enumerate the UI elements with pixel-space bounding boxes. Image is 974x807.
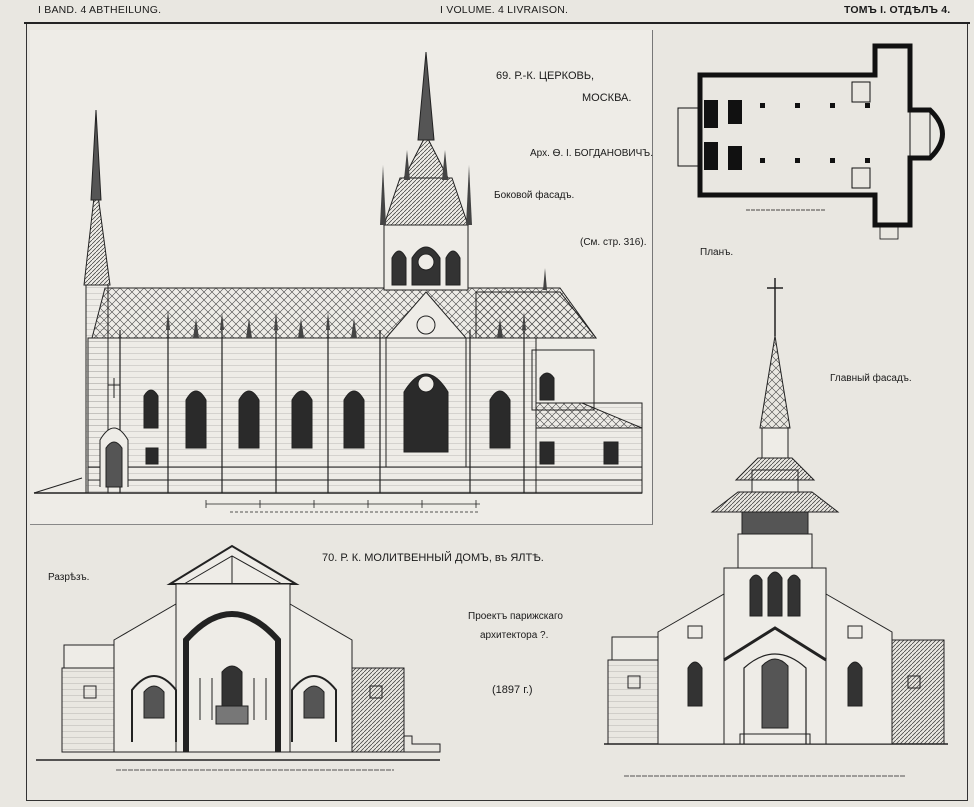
project-line-2: архитектора ?. — [480, 630, 549, 641]
plan-label: Планъ. — [700, 247, 734, 258]
section-label: Разрѣзъ. — [48, 572, 90, 583]
main-facade-label: Главный фасадъ. — [830, 373, 912, 384]
section-drawing — [36, 544, 441, 761]
project-line-1: Проектъ парижскаго — [468, 611, 563, 622]
header-center: I VOLUME. 4 LIVRAISON. — [440, 4, 569, 16]
church-scale-bar — [205, 500, 480, 513]
church-page-ref: (См. стр. 316). — [580, 237, 647, 248]
main-facade-drawing — [604, 278, 948, 745]
church-side-facade-drawing — [33, 51, 643, 494]
church-architect: Арх. Ѳ. I. БОГДАНОВИЧЪ. — [530, 148, 653, 159]
church-city: МОСКВА. — [582, 92, 632, 104]
plate-frame — [26, 24, 968, 801]
prayer-house-title: 70. Р. К. МОЛИТВЕННЫЙ ДОМЪ, въ ЯЛТѢ. — [322, 552, 544, 564]
project-year: (1897 г.) — [492, 684, 533, 696]
header-rule — [24, 22, 970, 24]
church-plan-drawing — [677, 43, 945, 240]
church-view-label: Боковой фасадъ. — [494, 190, 575, 201]
header-left: I BAND. 4 ABTHEILUNG. — [38, 4, 162, 16]
church-title: 69. Р.-К. ЦЕРКОВЬ, — [496, 70, 595, 82]
header-right: ТОМЪ I. ОТДѢЛЪ 4. — [844, 4, 951, 16]
